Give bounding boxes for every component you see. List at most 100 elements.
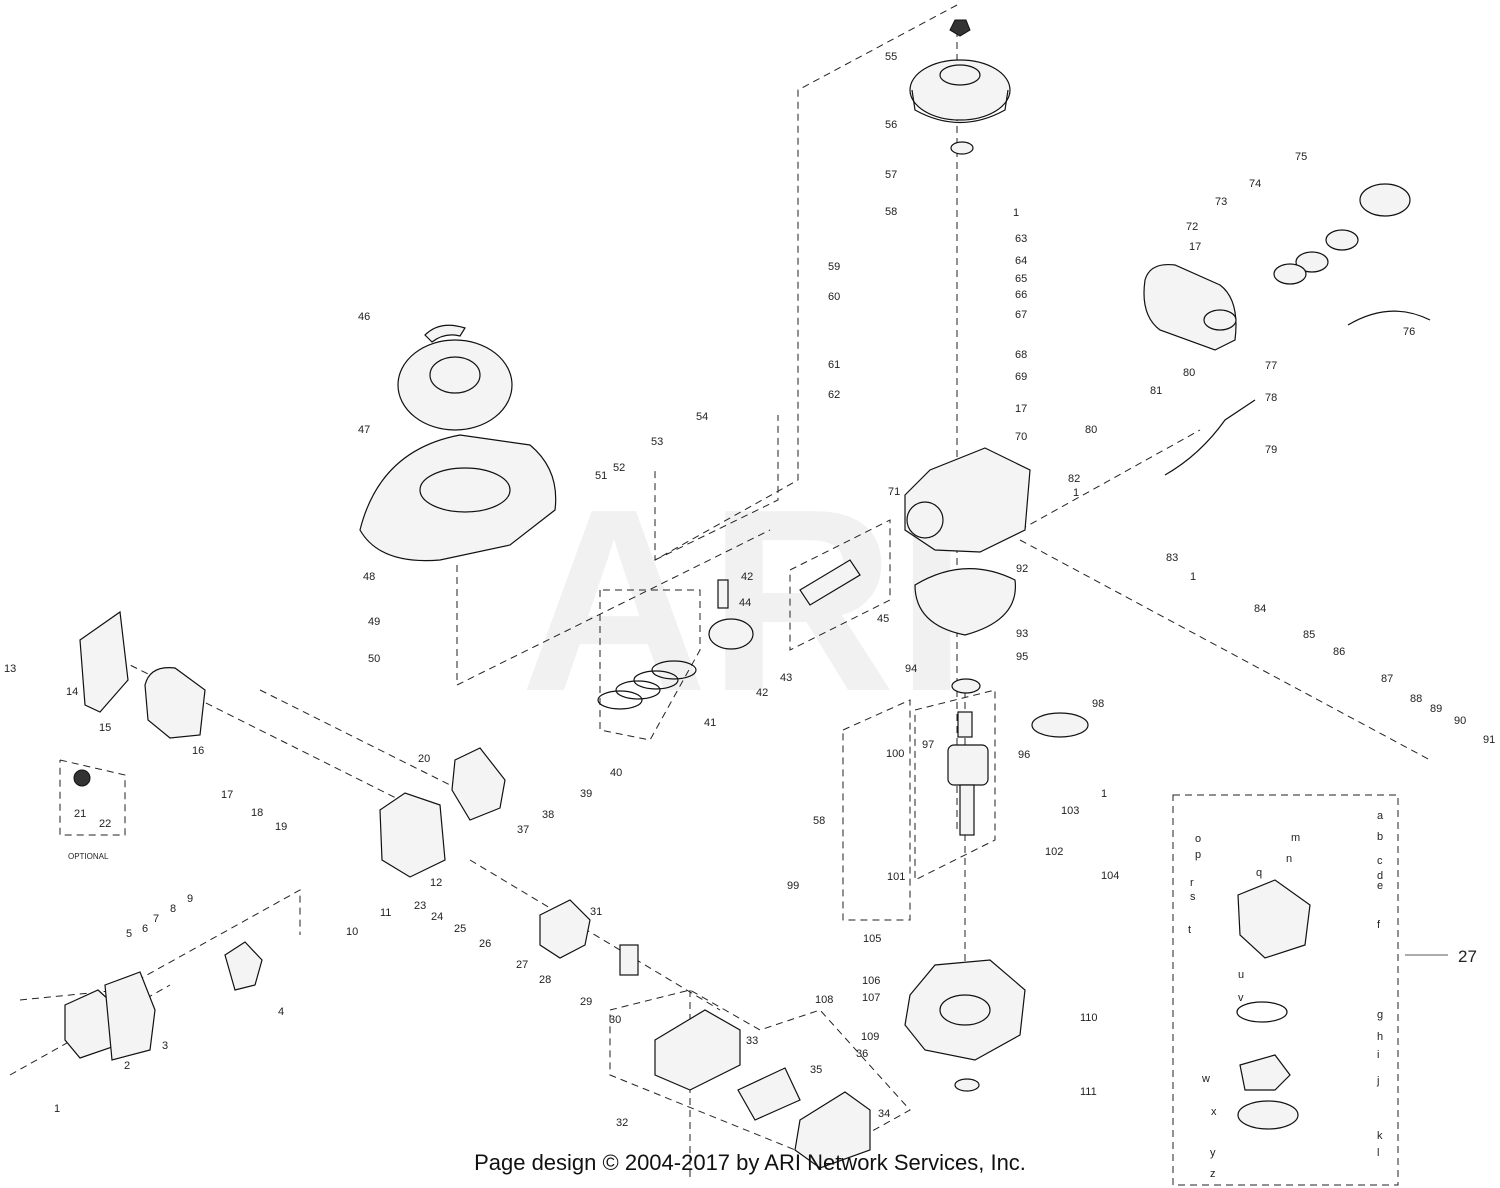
part-number-label: 75 <box>1295 151 1307 163</box>
part-number-label: 23 <box>414 900 426 912</box>
carburetor-part-letter: q <box>1256 867 1262 879</box>
part-number-label: 57 <box>885 169 897 181</box>
part-number-label: 55 <box>885 51 897 63</box>
part-number-label: 102 <box>1045 846 1063 858</box>
carburetor-part-letter: b <box>1377 831 1383 843</box>
engine-block-part <box>904 447 1031 636</box>
part-number-label: 36 <box>856 1048 868 1060</box>
part-number-label: 88 <box>1410 693 1422 705</box>
part-number-label: 4 <box>278 1006 284 1018</box>
part-number-label: 11 <box>380 907 391 919</box>
part-number-label: 20 <box>418 753 430 765</box>
part-number-label: 45 <box>877 613 889 625</box>
part-number-label: 92 <box>1016 563 1028 575</box>
part-number-label: 41 <box>704 717 716 729</box>
part-number-label: 37 <box>517 824 529 836</box>
carburetor-part <box>539 879 1311 1130</box>
part-number-label: 33 <box>746 1035 758 1047</box>
carburetor-part-letter: l <box>1377 1147 1379 1159</box>
part-number-label: 95 <box>1016 651 1028 663</box>
part-number-label: 39 <box>580 788 592 800</box>
part-number-label: 84 <box>1254 603 1266 615</box>
part-number-label: 73 <box>1215 196 1227 208</box>
carburetor-part-letter: n <box>1286 853 1292 865</box>
optional-label: OPTIONAL <box>68 852 109 861</box>
crankshaft-part <box>947 678 1089 836</box>
carburetor-part-letter: x <box>1211 1106 1217 1118</box>
part-number-label: 56 <box>885 119 897 131</box>
carburetor-detail-box <box>1172 794 1399 1186</box>
crankcase-cover-part <box>904 959 1026 1092</box>
part-number-label: 29 <box>580 996 592 1008</box>
carburetor-part-letter: v <box>1238 992 1244 1004</box>
part-number-label: 80 <box>1085 424 1097 436</box>
part-number-label: 19 <box>275 821 287 833</box>
part-number-label: 77 <box>1265 360 1277 372</box>
part-number-label: 26 <box>479 938 491 950</box>
carburetor-part-letter: z <box>1210 1168 1216 1180</box>
part-number-label: 82 <box>1068 473 1080 485</box>
part-number-label: 28 <box>539 974 551 986</box>
carburetor-part-letter: o <box>1195 833 1201 845</box>
part-number-label: 49 <box>368 616 380 628</box>
carburetor-part-letter: u <box>1238 969 1244 981</box>
part-number-label: 110 <box>1080 1012 1098 1024</box>
copyright-footer: Page design © 2004-2017 by ARI Network S… <box>474 1150 1026 1175</box>
part-number-label: 40 <box>610 767 622 779</box>
part-number-label: 65 <box>1015 273 1027 285</box>
fuel-tank-part <box>1143 183 1431 476</box>
part-number-label: 1 <box>1013 207 1019 219</box>
part-number-label: 53 <box>651 436 663 448</box>
part-number-label: 17 <box>1189 241 1201 253</box>
carburetor-part-letter: g <box>1377 1009 1383 1021</box>
part-number-label: 108 <box>815 994 833 1006</box>
part-number-label: 30 <box>609 1014 621 1026</box>
part-number-label: 8 <box>170 903 176 915</box>
part-number-label: 43 <box>780 672 792 684</box>
carburetor-part-letter: t <box>1188 924 1191 936</box>
carburetor-part-letter: y <box>1210 1147 1216 1159</box>
part-number-label: 2 <box>124 1060 130 1072</box>
part-number-label: 66 <box>1015 289 1027 301</box>
part-number-label: 109 <box>861 1031 879 1043</box>
blower-housing-part <box>359 434 557 562</box>
part-number-label: 14 <box>66 686 78 698</box>
part-number-label: 78 <box>1265 392 1277 404</box>
part-number-label: 80 <box>1183 367 1195 379</box>
part-number-label: 1 <box>54 1103 60 1115</box>
part-number-label: 91 <box>1483 734 1495 746</box>
recoil-starter-part <box>397 324 513 431</box>
part-number-label: 99 <box>787 880 799 892</box>
part-number-label: 89 <box>1430 703 1442 715</box>
part-number-label: 103 <box>1061 805 1079 817</box>
part-number-label: 51 <box>595 470 607 482</box>
part-number-label: 50 <box>368 653 380 665</box>
part-number-label: 22 <box>99 818 111 830</box>
part-number-label: 63 <box>1015 233 1027 245</box>
part-number-label: 71 <box>888 486 900 498</box>
part-number-label: 7 <box>153 913 159 925</box>
part-number-label: 104 <box>1101 870 1119 882</box>
part-number-label: 35 <box>810 1064 822 1076</box>
part-number-label: 96 <box>1018 749 1030 761</box>
part-number-label: 18 <box>251 807 263 819</box>
part-number-label: 105 <box>863 933 881 945</box>
part-number-label: 1 <box>1073 487 1079 499</box>
part-number-label: 107 <box>862 992 880 1004</box>
watermark: ARI <box>520 456 968 746</box>
carburetor-part-letter: a <box>1377 810 1384 822</box>
part-number-label: 46 <box>358 311 370 323</box>
part-number-label: 47 <box>358 424 370 436</box>
part-number-label: 24 <box>431 911 443 923</box>
part-number-label: 101 <box>887 871 905 883</box>
part-number-label: 52 <box>613 462 625 474</box>
part-number-label: 44 <box>739 597 751 609</box>
carburetor-part-letter: m <box>1291 832 1300 844</box>
part-number-label: 13 <box>4 663 16 675</box>
part-number-label: 98 <box>1092 698 1104 710</box>
part-number-label: 58 <box>813 815 825 827</box>
part-number-label: 97 <box>922 739 934 751</box>
part-number-label: 64 <box>1015 255 1027 267</box>
part-number-label: 38 <box>542 809 554 821</box>
